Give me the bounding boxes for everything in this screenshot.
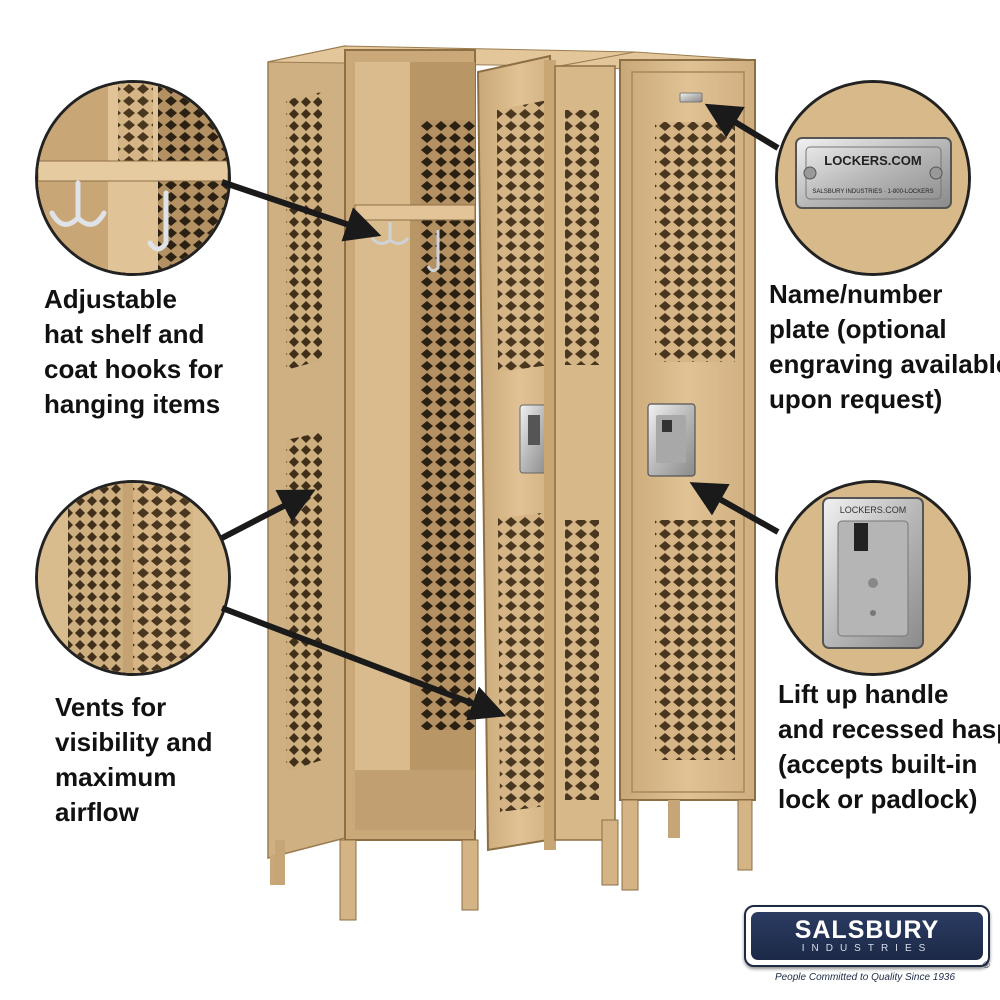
callout-name-plate: Name/number plate (optional engraving av…	[769, 279, 1000, 414]
name-plate-icon	[679, 92, 703, 103]
logo-trademark: ®	[983, 960, 990, 970]
middle-locker	[554, 65, 619, 886]
callout-hat-shelf: Adjustable hat shelf and coat hooks for …	[44, 284, 224, 419]
plate-brand: LOCKERS.COM	[824, 153, 922, 168]
handle-plate-brand: LOCKERS.COM	[840, 505, 907, 515]
detail-vents	[35, 480, 231, 676]
open-door	[476, 54, 562, 852]
closed-locker	[619, 59, 756, 891]
detail-hat-shelf-hooks	[35, 80, 231, 276]
callout-vents: Vents for visibility and maximum airflow	[55, 692, 213, 827]
detail-name-plate: LOCKERS.COM SALSBURY INDUSTRIES · 1-800-…	[775, 80, 971, 276]
locker-side-panel	[267, 45, 346, 885]
plate-small-text: SALSBURY INDUSTRIES · 1-800-LOCKERS	[812, 189, 933, 195]
callout-handle: Lift up handle and recessed hasp (accept…	[778, 679, 1000, 814]
logo-name: SALSBURY	[794, 916, 940, 944]
detail-handle: LOCKERS.COM	[775, 480, 971, 676]
logo-sub: INDUSTRIES	[801, 943, 933, 954]
logo-tagline: People Committed to Quality Since 1936	[774, 972, 956, 983]
salsbury-logo: SALSBURY INDUSTRIES	[744, 905, 990, 967]
